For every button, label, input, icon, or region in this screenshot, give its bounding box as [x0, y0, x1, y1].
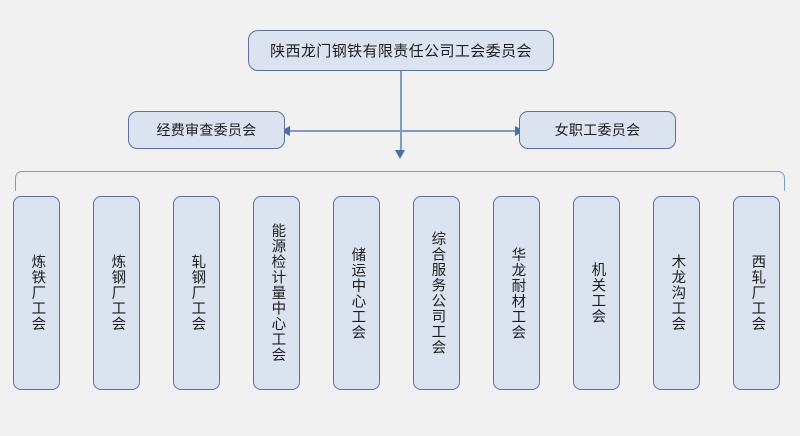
- arrowhead-down-icon: [395, 150, 405, 159]
- unit-node-label: 能源检计量中心工会: [269, 223, 286, 363]
- root-node-union-committee[interactable]: 陕西龙门钢铁有限责任公司工会委员会: [248, 30, 554, 71]
- unit-node-label: 轧钢厂工会: [189, 254, 206, 332]
- unit-node-west-rolling-mill[interactable]: 西轧厂工会: [733, 196, 780, 390]
- unit-node-hualong-refractory[interactable]: 华龙耐材工会: [493, 196, 540, 390]
- unit-node-label: 木龙沟工会: [669, 254, 686, 332]
- unit-node-energy-metering[interactable]: 能源检计量中心工会: [253, 196, 300, 390]
- committee-node-funds-review[interactable]: 经费审查委员会: [128, 111, 285, 149]
- unit-node-label: 西轧厂工会: [749, 254, 766, 332]
- unit-node-rolling-mill[interactable]: 轧钢厂工会: [173, 196, 220, 390]
- arrowhead-left-icon: [281, 125, 290, 136]
- connector-vertical-stem: [400, 71, 402, 151]
- unit-node-steelworks[interactable]: 炼钢厂工会: [93, 196, 140, 390]
- unit-node-label: 储运中心工会: [349, 246, 366, 340]
- unit-node-label: 华龙耐材工会: [509, 246, 526, 340]
- unit-node-administration[interactable]: 机关工会: [573, 196, 620, 390]
- unit-node-general-services[interactable]: 综合服务公司工会: [413, 196, 460, 390]
- committee-node-label: 经费审查委员会: [156, 122, 257, 138]
- unit-node-label: 机关工会: [589, 262, 606, 324]
- unit-node-storage-transport[interactable]: 储运中心工会: [333, 196, 380, 390]
- committee-node-label: 女职工委员会: [554, 122, 641, 138]
- unit-node-mulonggou[interactable]: 木龙沟工会: [653, 196, 700, 390]
- unit-node-ironworks[interactable]: 炼铁厂工会: [13, 196, 60, 390]
- unit-node-label: 炼钢厂工会: [109, 254, 126, 332]
- committee-node-women-workers[interactable]: 女职工委员会: [519, 111, 676, 149]
- connector-bracket-units: [15, 171, 785, 191]
- connector-horizontal-committees: [289, 130, 516, 132]
- unit-node-label: 炼铁厂工会: [29, 254, 46, 332]
- root-node-label: 陕西龙门钢铁有限责任公司工会委员会: [270, 43, 532, 60]
- unit-node-label: 综合服务公司工会: [429, 231, 446, 355]
